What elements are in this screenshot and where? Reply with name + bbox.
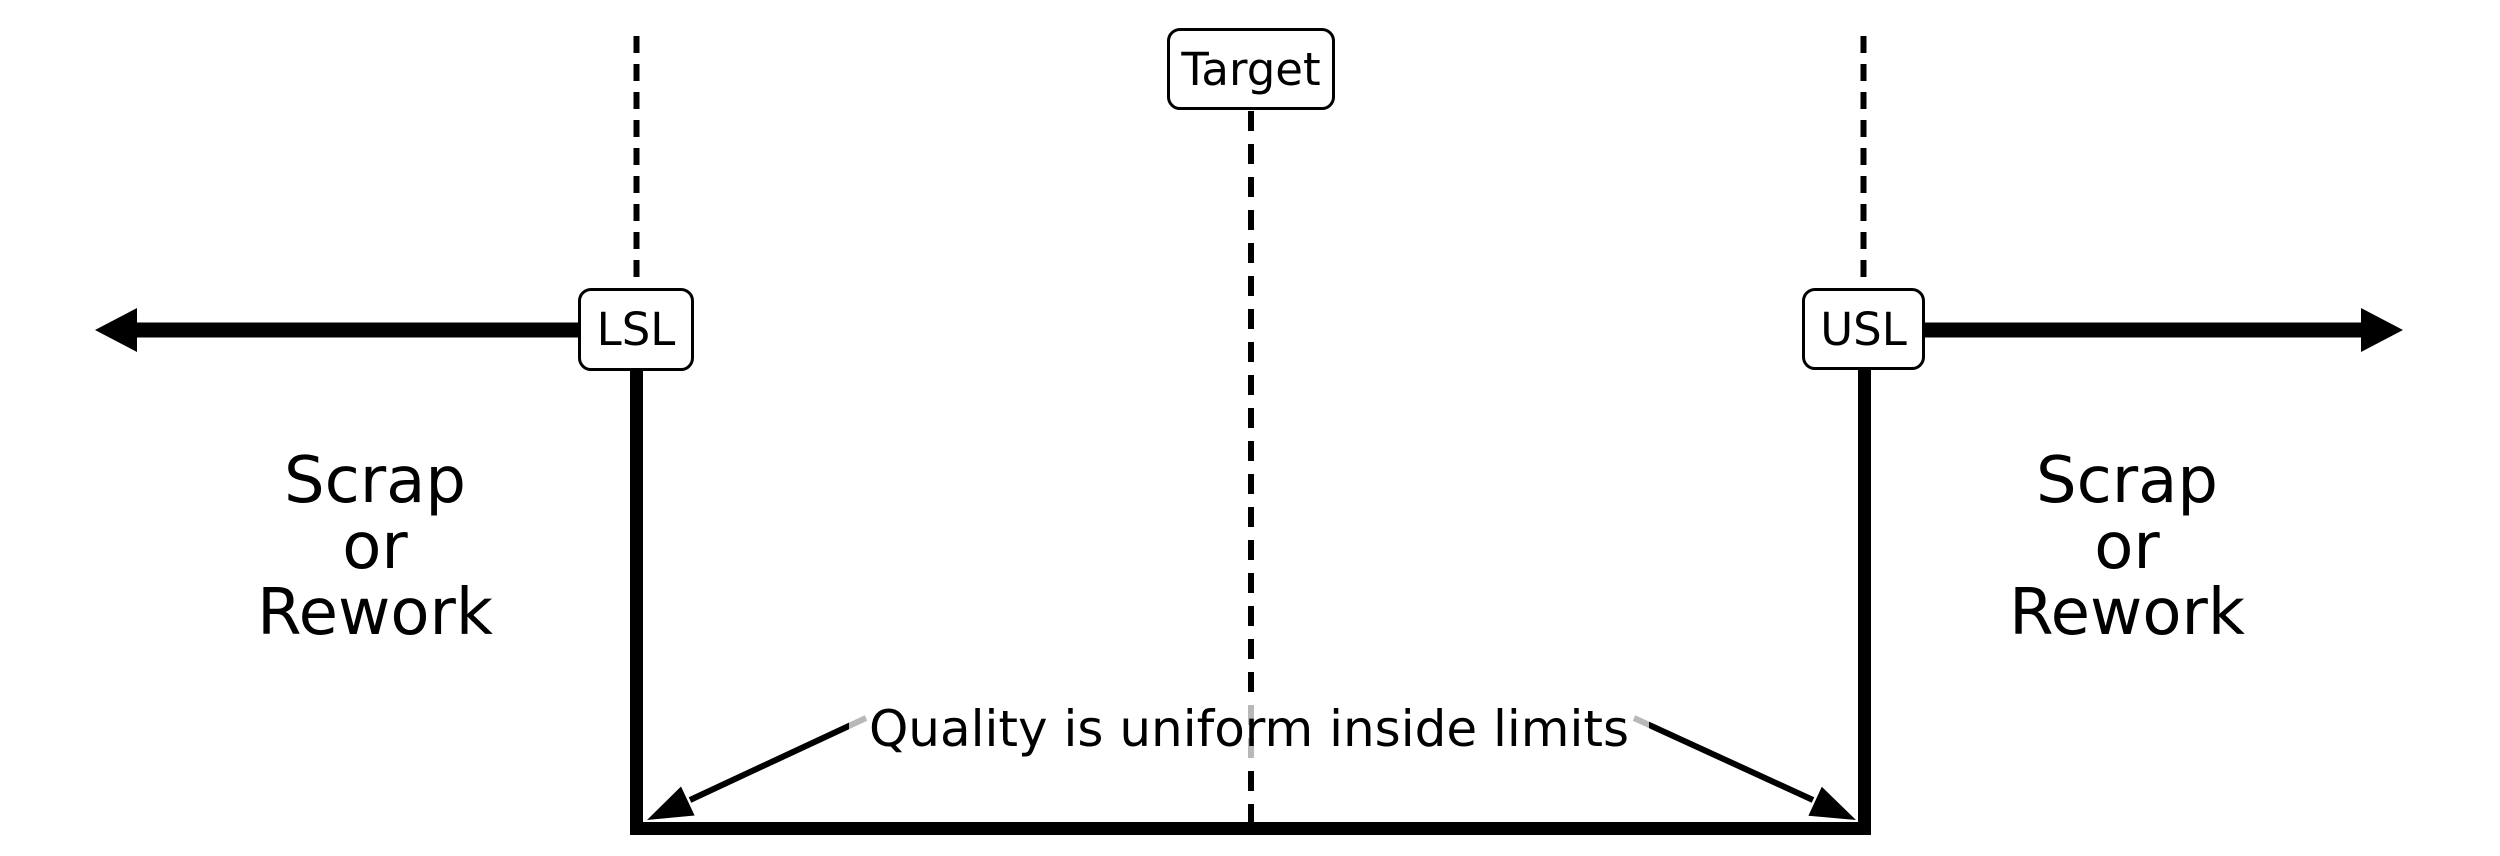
right-out-arrow-head (2361, 308, 2403, 352)
target-label: Target (1181, 42, 1321, 96)
left-out-arrow-head (95, 308, 137, 352)
left-scrap-rework-label: Scrap or Rework (257, 444, 493, 650)
usl-label: USL (1820, 302, 1907, 356)
lsl-label: LSL (596, 303, 676, 356)
right-scrap-rework-label: Scrap or Rework (2009, 444, 2245, 650)
usl-label-box: USL (1802, 288, 1925, 370)
left-annotation-arrow-head (647, 786, 695, 820)
right-annotation-arrow-head (1808, 786, 1856, 820)
lsl-label-box: LSL (578, 288, 694, 371)
right-annotation-arrow-shaft (1632, 715, 1815, 803)
target-label-box: Target (1167, 28, 1335, 110)
quality-annotation-label: Quality is uniform inside limits (849, 698, 1649, 761)
left-annotation-arrow-shaft (688, 715, 868, 803)
